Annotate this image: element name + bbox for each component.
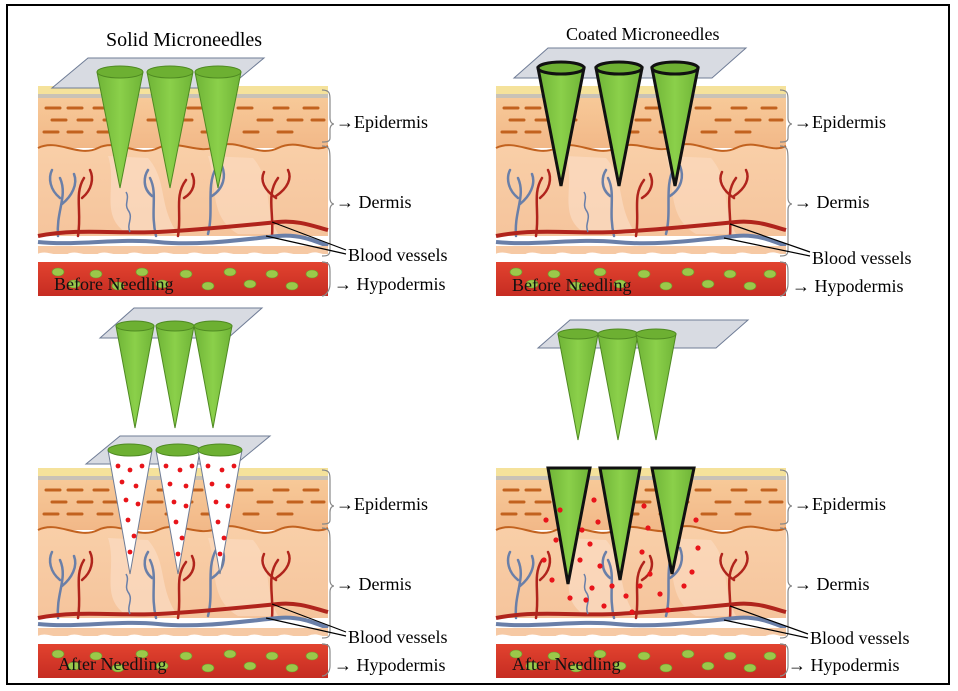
panel-solid-before: Solid Microneedles Before Needling (38, 29, 328, 296)
svg-text:→Epidermis: →Epidermis (794, 494, 886, 514)
svg-text:→ Hypodermis: → Hypodermis (792, 276, 904, 296)
skin-pores (108, 444, 242, 574)
status-banner: After Needling (58, 654, 166, 674)
svg-text:→ Hypodermis: → Hypodermis (334, 274, 446, 294)
label-dermis: Dermis (359, 192, 412, 212)
label-dermis: Dermis (817, 192, 870, 212)
skin-section (496, 86, 786, 296)
label-blood-vessels: Blood vessels (348, 245, 448, 265)
skin-section (496, 468, 786, 678)
svg-text:→Epidermis: →Epidermis (336, 112, 428, 132)
solid-microneedles (97, 66, 241, 188)
svg-text:→ Dermis: → Dermis (794, 192, 870, 212)
label-blood-vessels: Blood vessels (812, 248, 912, 268)
pores-with-coating (548, 468, 694, 584)
label-blood-vessels: Blood vessels (810, 628, 910, 648)
svg-text:→ Hypodermis: → Hypodermis (788, 655, 900, 675)
svg-text:→ Dermis: → Dermis (794, 574, 870, 594)
label-group-right: →Epidermis → Dermis Blood vessels → Hypo… (788, 112, 912, 675)
label-epidermis: Epidermis (354, 494, 428, 514)
label-epidermis: Epidermis (812, 112, 886, 132)
svg-text:→ Hypodermis: → Hypodermis (334, 655, 446, 675)
coated-microneedles (538, 62, 698, 186)
label-hypodermis: Hypodermis (357, 274, 446, 294)
svg-text:→ Dermis: → Dermis (336, 192, 412, 212)
label-hypodermis: Hypodermis (357, 655, 446, 675)
label-epidermis: Epidermis (354, 112, 428, 132)
svg-text:→Epidermis: →Epidermis (794, 112, 886, 132)
panel-coated-before: Coated Microneedles Before Needling (496, 24, 786, 296)
panel-title-coated: Coated Microneedles (566, 24, 719, 44)
retracted-solid-microneedles (116, 321, 232, 428)
label-group-left: →Epidermis → Dermis Blood vessels → Hypo… (334, 112, 448, 675)
label-dermis: Dermis (359, 574, 412, 594)
label-epidermis: Epidermis (812, 494, 886, 514)
label-dermis: Dermis (817, 574, 870, 594)
status-banner: After Needling (512, 654, 620, 674)
svg-text:→ Dermis: → Dermis (336, 574, 412, 594)
label-blood-vessels: Blood vessels (348, 627, 448, 647)
svg-text:→Epidermis: →Epidermis (336, 494, 428, 514)
status-banner: Before Needling (54, 274, 173, 294)
panel-title-solid: Solid Microneedles (106, 29, 262, 51)
label-hypodermis: Hypodermis (811, 655, 900, 675)
retracted-coated-microneedles (558, 329, 676, 440)
label-hypodermis: Hypodermis (815, 276, 904, 296)
status-banner: Before Needling (512, 275, 631, 295)
